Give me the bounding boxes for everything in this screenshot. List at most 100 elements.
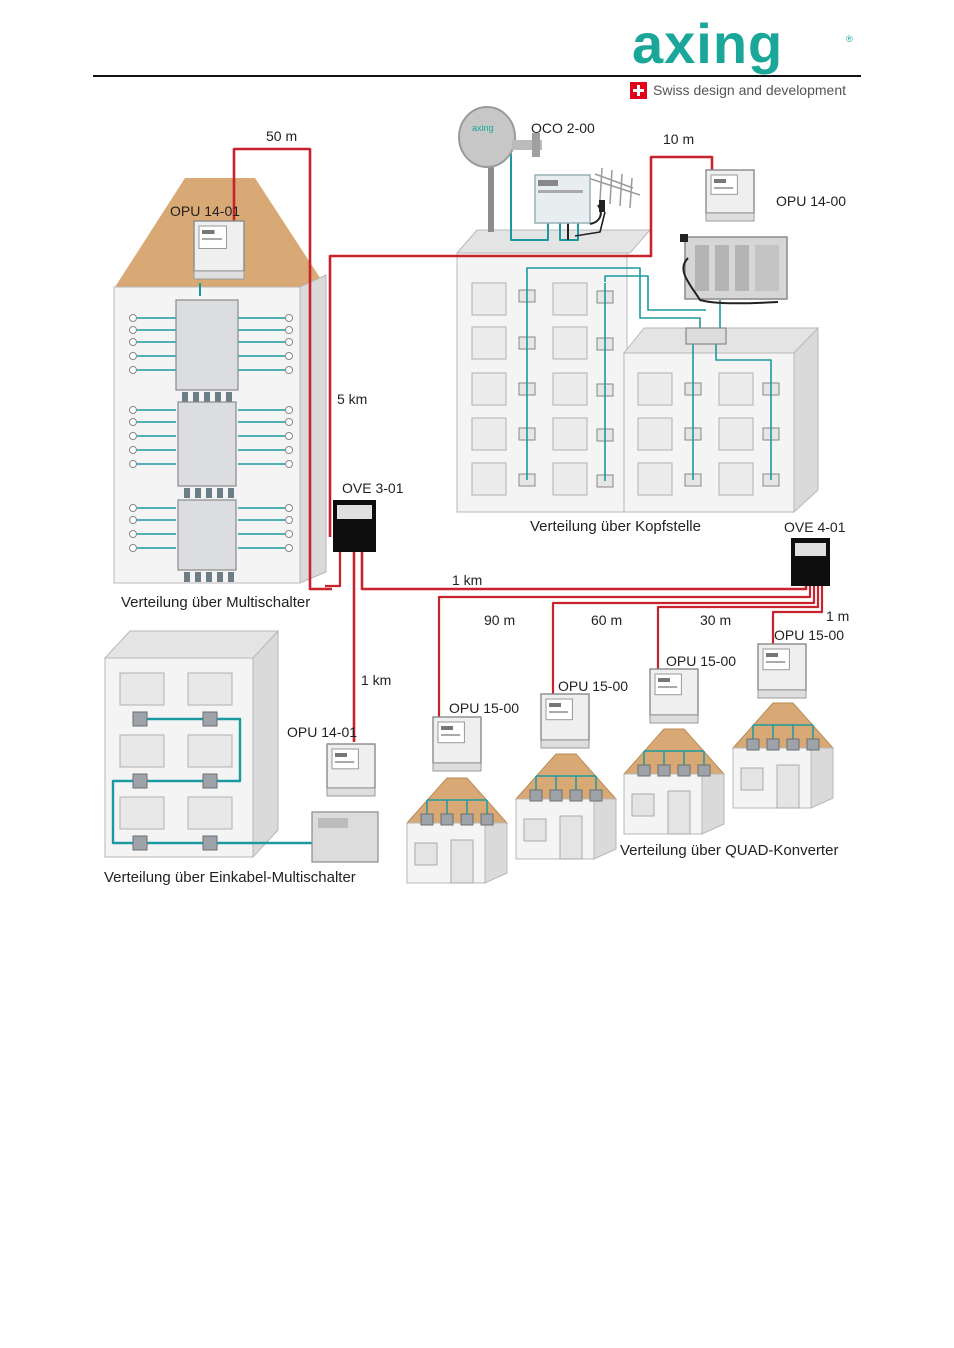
side-wall-kopfstelle [793,326,819,514]
window [471,417,507,451]
outlet-icon [129,352,137,360]
outlet-icon [129,460,137,468]
window [637,417,673,451]
coax-splitter-b [715,344,772,375]
multiswitch-port [195,572,201,582]
header-rule [93,75,861,77]
window [187,796,233,830]
tap-icon [202,773,218,789]
roof-einkabel [103,630,280,659]
multiswitch-port [228,572,234,582]
side-wall-einkabel [252,629,279,859]
outlet-icon [285,338,293,346]
window [119,672,165,706]
tap-icon [202,711,218,727]
tap-icon [202,835,218,851]
outlet-icon [129,418,137,426]
outlet-icon [285,530,293,538]
tap-icon [132,835,148,851]
multiswitch-port [193,392,199,402]
axing-logo: axing [632,12,784,75]
outlet-icon [285,460,293,468]
multiswitch-port [206,488,212,498]
window [718,462,754,496]
opu-top-right-device [705,169,755,222]
label-opu-house-4: OPU 15-00 [774,627,844,643]
multiswitch-port [184,488,190,498]
registered-mark: ® [846,34,853,44]
label-ove-4: OVE 4-01 [784,519,846,535]
window [552,417,588,451]
fiber-60m [551,586,816,694]
coax-headend-right [604,275,706,311]
outlet-icon [129,516,137,524]
outlet-icon [285,406,293,414]
fiber-1km-right [360,552,808,591]
outlet-icon [285,352,293,360]
headend-unit [680,234,788,305]
window [471,462,507,496]
label-1m: 1 m [826,608,849,624]
multiswitch-unit [175,299,239,391]
einkabel-multiswitch [311,811,379,863]
label-1km-right: 1 km [452,572,482,588]
label-60m: 60 m [591,612,622,628]
fiber-90m [437,586,812,717]
window [119,796,165,830]
outlet-icon [129,338,137,346]
opu-top-left-device [193,220,245,280]
einkabel-building [103,629,280,859]
label-oco: OCO 2-00 [531,120,595,136]
einkabel-windows [119,672,233,830]
multiswitch-port [228,488,234,498]
power-cable [574,211,606,237]
fiber-1m [771,586,824,644]
outlet-icon [129,504,137,512]
caption-kopfstelle: Verteilung über Kopfstelle [530,518,701,535]
house-3 [622,728,726,835]
window [552,462,588,496]
label-ove-3: OVE 3-01 [342,480,404,496]
oco-transmitter-device [534,174,605,225]
house-4 [731,702,835,809]
opu-house-2-device [540,693,590,749]
tap-icon [132,773,148,789]
label-opu-house-2: OPU 15-00 [558,678,628,694]
window [187,672,233,706]
outlet-icon [129,314,137,322]
swiss-flag-icon [630,82,647,99]
opu-house-3-device [649,668,699,724]
satellite-dish-icon: axing [458,106,542,232]
roof-kopfstelle [455,229,652,254]
multiswitch-port [204,392,210,402]
outlet-icon [285,446,293,454]
house-2 [514,753,618,860]
quad-houses [405,702,835,884]
kopfstelle-windows [471,282,754,496]
outlet-icon [285,366,293,374]
opu-house-1-device [432,716,482,772]
einkabel-taps [132,711,218,851]
window [718,372,754,406]
label-50m: 50 m [266,128,297,144]
multiswitch-port [217,488,223,498]
outlet-icon [129,366,137,374]
fiber-5km [328,226,653,537]
coax-headend-left [526,267,701,328]
tap-icon [132,711,148,727]
ove-4-01-device [791,538,830,586]
outlet-icon [129,326,137,334]
window [471,372,507,406]
label-opu-house-1: OPU 15-00 [449,700,519,716]
outlet-icon [129,406,137,414]
opu-devices [193,169,807,797]
side-wall-multischalter [299,274,327,584]
opu-house-4-device [757,643,807,699]
multiswitch-port [226,392,232,402]
caption-multischalter: Verteilung über Multischalter [121,594,310,611]
fiber-cables [232,147,824,742]
outlet-icon [285,314,293,322]
label-5km: 5 km [337,391,367,407]
tagline: Swiss design and development [653,82,847,98]
